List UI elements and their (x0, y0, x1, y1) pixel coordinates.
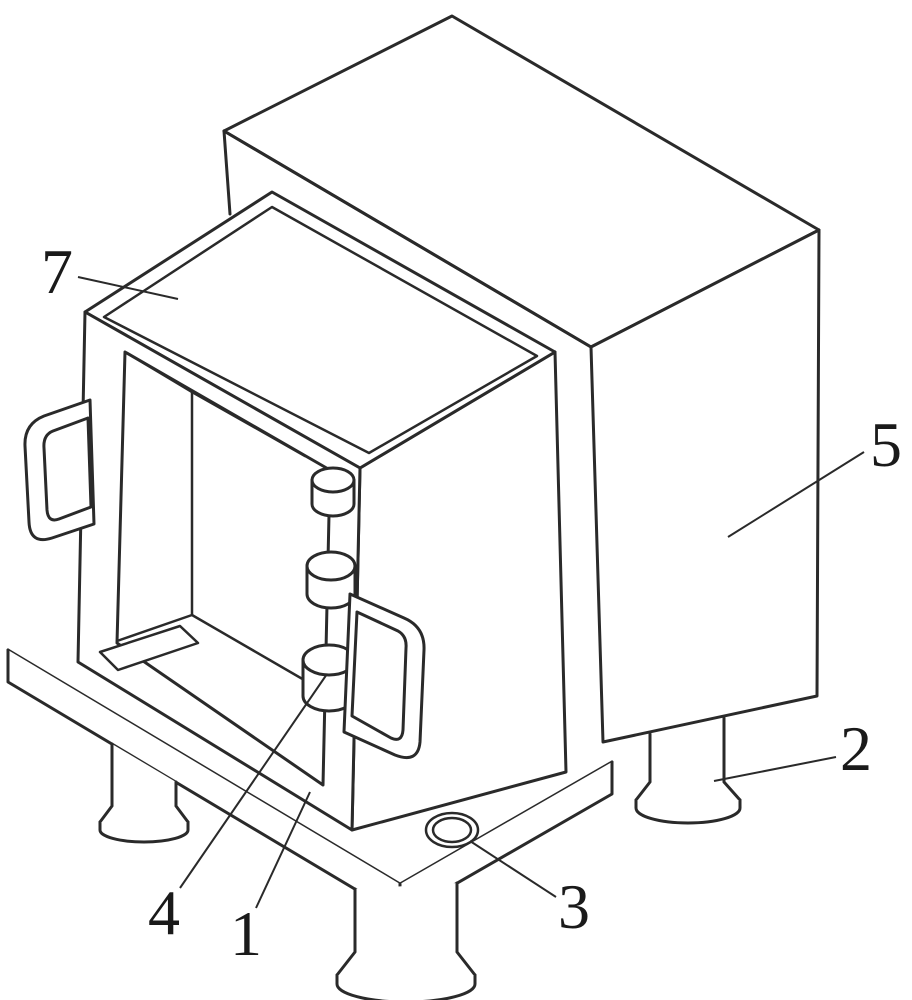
foot-skirt (98, 820, 190, 844)
cap-inner (431, 816, 473, 844)
foot-front (335, 881, 477, 1000)
front-chamber (76, 190, 568, 832)
housing-front-top-edge (222, 129, 593, 349)
leader-line-1 (255, 791, 311, 909)
part-label-5: 5 (870, 409, 902, 480)
foot-skirt (634, 798, 742, 825)
chamber-lid-inset (102, 205, 539, 455)
chamber-interior-lines (115, 350, 320, 690)
outer-handle-inner (42, 416, 93, 522)
inner-handle-inner (350, 610, 408, 741)
leader-line-4 (179, 673, 328, 889)
inner-handle (342, 592, 426, 760)
foot-left (98, 742, 190, 844)
inner-cylinders (301, 466, 357, 713)
part-label-7: 7 (41, 236, 73, 307)
chamber-bevel-strip (98, 624, 200, 672)
leader-line-5 (727, 451, 865, 538)
cylinder-2 (305, 550, 357, 610)
leader-line-7 (77, 276, 179, 300)
part-labels: 7 5 2 3 1 4 (41, 236, 902, 969)
leader-lines (77, 276, 865, 909)
foot-skirt (335, 973, 477, 1000)
foot-right (634, 716, 742, 825)
outer-handle (23, 398, 96, 542)
cylinder-1 (310, 466, 356, 518)
part-label-2: 2 (840, 713, 872, 784)
part-label-3: 3 (558, 871, 590, 942)
part-label-4: 4 (148, 877, 180, 948)
leader-line-3 (469, 840, 557, 898)
leader-line-2 (713, 756, 837, 782)
part-label-1: 1 (230, 898, 262, 969)
round-cap (424, 811, 480, 849)
housing-left-edge (222, 129, 232, 216)
cylinder-3 (301, 643, 357, 713)
housing-right-face (589, 228, 821, 744)
